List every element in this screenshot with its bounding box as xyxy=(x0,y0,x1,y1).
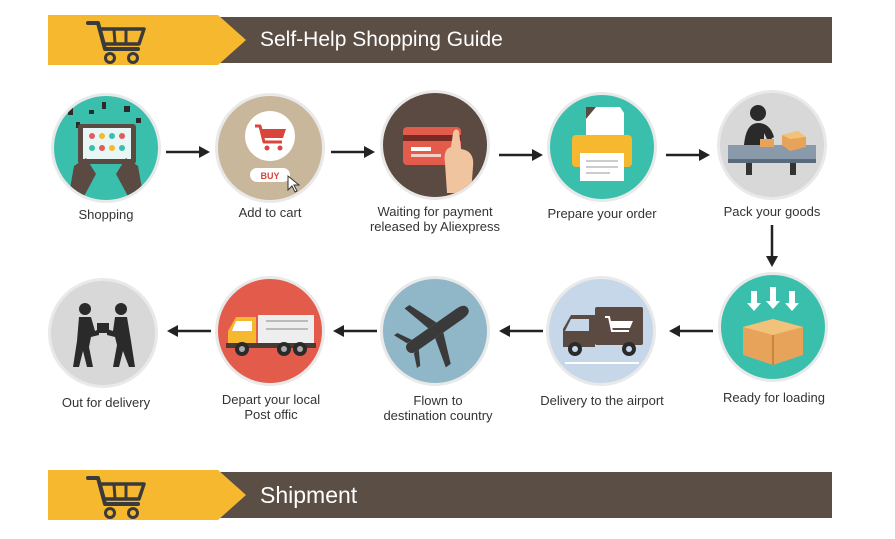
printer-icon xyxy=(572,107,632,181)
buy-button-text: BUY xyxy=(260,171,279,181)
step-label-line1: Flown to xyxy=(413,393,463,408)
step-label-line2: released by Aliexpress xyxy=(369,219,501,234)
step-label-line2: destination country xyxy=(383,408,493,423)
step-label: Pack your goods xyxy=(723,204,821,219)
arrow-down-icon xyxy=(766,225,778,267)
truck-icon xyxy=(226,315,316,356)
shopping-cart-icon xyxy=(86,21,146,64)
page-title: Self-Help Shopping Guide xyxy=(260,28,503,51)
header-banner-bar xyxy=(198,17,832,63)
arrow-left-icon xyxy=(167,325,211,337)
step-label-line1: Depart your local xyxy=(221,392,321,407)
step-label: Depart your local Post offic xyxy=(191,392,351,422)
step-label: Flown to destination country xyxy=(358,393,518,423)
arrow-right-icon xyxy=(499,149,543,161)
step-circle xyxy=(546,276,656,386)
step-label: Shopping xyxy=(78,207,134,222)
step-label-line1: Waiting for payment xyxy=(377,204,493,219)
arrow-right-icon xyxy=(166,146,210,158)
step-circle xyxy=(48,278,158,388)
step-circle xyxy=(380,276,490,386)
packing-worker-icon xyxy=(728,105,816,175)
step-circle xyxy=(51,93,161,203)
add-to-cart-icon: BUY xyxy=(245,111,301,193)
handover-package-icon xyxy=(73,303,135,367)
step-circle xyxy=(717,90,827,200)
arrow-left-icon xyxy=(333,325,377,337)
airplane-icon xyxy=(394,304,469,369)
step-circle xyxy=(547,92,657,202)
loading-box-icon xyxy=(743,287,803,365)
step-label: Out for delivery xyxy=(61,395,151,410)
step-label-line2: Post offic xyxy=(244,407,298,422)
header-banner: Self-Help Shopping Guide xyxy=(48,15,832,65)
tablet-shopping-icon xyxy=(68,102,144,200)
step-label: Delivery to the airport xyxy=(540,393,664,408)
arrow-right-icon xyxy=(666,149,710,161)
delivery-van-icon xyxy=(563,307,643,364)
step-circle xyxy=(380,90,490,200)
footer-banner-bar xyxy=(198,472,832,518)
step-label: Ready for loading xyxy=(723,390,825,405)
step-circle: BUY xyxy=(215,93,325,203)
step-label: Prepare your order xyxy=(547,206,657,221)
step-circle xyxy=(718,272,828,382)
shopping-cart-icon xyxy=(86,476,146,519)
credit-card-icon xyxy=(403,127,474,193)
step-label: Waiting for payment released by Aliexpre… xyxy=(355,204,515,234)
arrow-left-icon xyxy=(669,325,713,337)
arrow-right-icon xyxy=(331,146,375,158)
footer-banner: Shipment xyxy=(48,470,832,520)
step-circle xyxy=(215,276,325,386)
section-title: Shipment xyxy=(260,482,358,508)
arrow-left-icon xyxy=(499,325,543,337)
step-label: Add to cart xyxy=(238,205,302,220)
